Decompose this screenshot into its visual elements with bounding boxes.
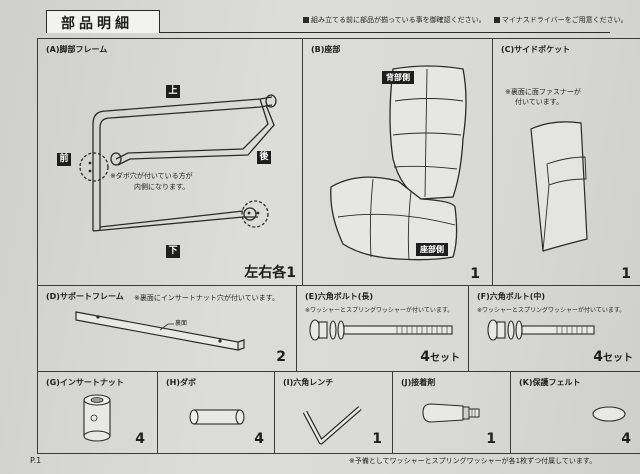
part-note-d: ※裏面にインサートナット穴が付いています。 (134, 294, 279, 302)
part-qty-c: 1 (621, 266, 631, 282)
notice-screwdriver: マイナスドライバーをご用意ください。 (501, 16, 628, 24)
part-cell-g: (G)インサートナット 4 (38, 372, 158, 453)
part-cell-i: (I)六角レンチ 1 (275, 372, 393, 453)
part-cell-e: (E)六角ボルト(長) ※ワッシャーとスプリングワッシャーが付いています。 (297, 286, 469, 372)
support-frame-drawing (75, 311, 245, 351)
part-cell-j: (J)接着剤 1 (393, 372, 511, 453)
direction-bottom-label: 下 (166, 245, 180, 258)
part-label-e: (E)六角ボルト(長) (305, 292, 374, 301)
part-note-c-line1: ※裏面に面ファスナーが (505, 88, 581, 96)
part-cell-d: (D)サポートフレーム ※裏面にインサートナット穴が付いています。 裏面 2 (38, 286, 297, 372)
square-bullet-icon (303, 17, 309, 23)
part-cell-h: (H)ダボ 4 (158, 372, 275, 453)
part-qty-f-unit: セット (603, 353, 633, 364)
header-notice: 組み立てる前に部品が揃っている事を御確認ください。 マイナスドライバーをご用意く… (297, 15, 628, 25)
square-bullet-icon (493, 17, 500, 23)
adhesive-tube-drawing (422, 403, 480, 423)
part-callout-d: 裏面 (175, 320, 188, 327)
insert-nut-drawing (83, 394, 111, 442)
direction-front-label: 前 (57, 153, 71, 166)
part-note-e: ※ワッシャーとスプリングワッシャーが付いています。 (305, 307, 454, 314)
part-qty-d: 2 (276, 349, 286, 365)
part-cell-b: (B)座部 背部側 座部側 1 (303, 39, 493, 286)
direction-rear-label: 後 (257, 151, 271, 164)
part-label-k: (K)保護フェルト (519, 378, 581, 387)
part-label-j: (J)接着剤 (401, 378, 436, 387)
side-pocket-drawing (530, 121, 588, 252)
footer-note: ※予備としてワッシャーとスプリングワッシャーが各1枚ずつ付属しています。 (349, 457, 597, 465)
title-tab: 部品明細 (46, 10, 160, 33)
felt-pad-drawing (592, 406, 626, 422)
part-label-a: (A)脚部フレーム (46, 45, 108, 54)
part-cell-a: (A)脚部フレーム 上 前 後 下 (38, 39, 303, 286)
hex-wrench-drawing (302, 406, 362, 445)
part-label-c: (C)サイドポケット (501, 45, 571, 54)
part-label-i: (I)六角レンチ (283, 378, 334, 387)
direction-top-label: 上 (166, 85, 180, 98)
part-cell-f: (F)六角ボルト(中) ※ワッシャーとスプリングワッシャーが付いています。 4 (469, 286, 640, 372)
part-label-g: (G)インサートナット (46, 378, 124, 387)
part-qty-e-unit: セット (430, 353, 460, 364)
part-qty-b: 1 (470, 266, 480, 282)
seat-drawing (330, 65, 467, 261)
long-bolt-drawing (309, 319, 453, 341)
part-qty-e-number: 4 (420, 349, 430, 365)
part-label-h: (H)ダボ (166, 378, 197, 387)
dowel-drawing (189, 409, 245, 425)
part-note-a-line2: 内側になります。 (134, 183, 190, 191)
parts-table: (A)脚部フレーム 上 前 後 下 (37, 38, 640, 454)
part-note-f: ※ワッシャーとスプリングワッシャーが付いています。 (477, 307, 626, 314)
part-note-c-line2: 付いています。 (515, 98, 564, 106)
part-qty-f: 4セット (593, 349, 633, 365)
part-cell-k: (K)保護フェルト 4 (511, 372, 640, 453)
page-title: 部品明細 (61, 16, 133, 32)
section-header: 部品明細 (46, 10, 610, 33)
part-qty-g: 4 (135, 431, 145, 447)
part-note-a-line1: ※ダボ穴が付いている方が (110, 172, 193, 180)
part-label-d: (D)サポートフレーム (46, 292, 124, 301)
seat-side-label: 座部側 (416, 243, 448, 256)
part-qty-k: 4 (621, 431, 631, 447)
medium-bolt-drawing (487, 319, 595, 341)
back-side-label: 背部側 (382, 71, 414, 84)
part-label-b: (B)座部 (311, 45, 341, 54)
part-qty-f-number: 4 (593, 349, 603, 365)
page-number: P.1 (30, 456, 42, 465)
leg-frame-drawing (79, 94, 277, 232)
part-qty-j: 1 (486, 431, 496, 447)
part-label-f: (F)六角ボルト(中) (477, 292, 546, 301)
part-qty-a: 左右各1 (244, 265, 296, 281)
part-qty-e: 4セット (420, 349, 460, 365)
part-cell-c: (C)サイドポケット ※裏面に面ファスナーが 付いています。 1 (493, 39, 640, 286)
part-qty-h: 4 (254, 431, 264, 447)
notice-check-parts: 組み立てる前に部品が揃っている事を御確認ください。 (311, 16, 486, 24)
part-qty-i: 1 (372, 431, 382, 447)
